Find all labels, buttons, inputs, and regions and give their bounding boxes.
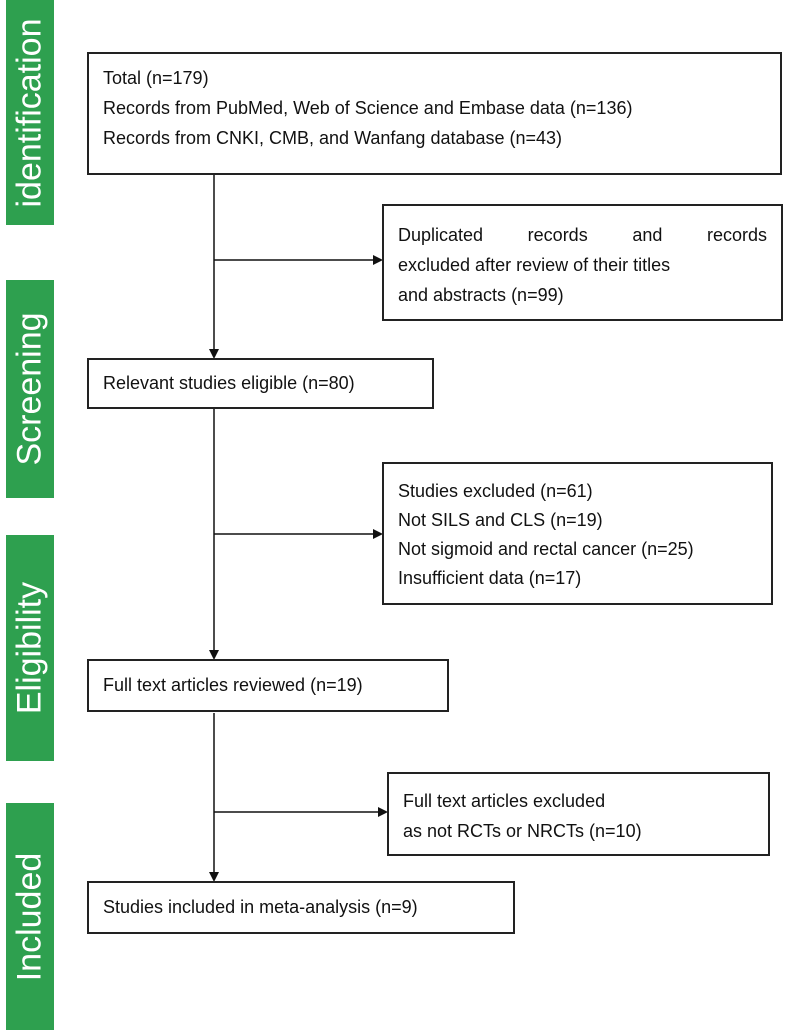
records-identified-box: Total (n=179) Records from PubMed, Web o…	[87, 52, 782, 175]
phase-bar-identification: identification	[6, 0, 54, 225]
full-text-reviewed-box: Full text articles reviewed (n=19)	[87, 659, 449, 712]
duplicates-line-2: excluded after review of their titles	[398, 255, 671, 275]
duplicates-line-3: and abstracts (n=99)	[398, 285, 564, 305]
studies-excluded-box: Studies excluded (n=61) Not SILS and CLS…	[382, 462, 773, 605]
full-text-excluded-box: Full text articles excluded as not RCTs …	[387, 772, 770, 856]
studies-included-text: Studies included in meta-analysis (n=9)	[103, 897, 418, 917]
phase-bar-eligibility: Eligibility	[6, 535, 54, 761]
records-cnki-cmb-wanfang: Records from CNKI, CMB, and Wanfang data…	[103, 128, 563, 148]
excluded-not-sigmoid-rectal: Not sigmoid and rectal cancer (n=25)	[398, 539, 694, 559]
phase-bar-included: Included	[6, 803, 54, 1030]
studies-included-box: Studies included in meta-analysis (n=9)	[87, 881, 515, 934]
duplicates-excluded-box: Duplicated records and records excluded …	[382, 204, 783, 321]
phase-bar-screening: Screening	[6, 280, 54, 498]
eligible-studies-text: Relevant studies eligible (n=80)	[103, 373, 355, 393]
full-text-excluded-line-2: as not RCTs or NRCTs (n=10)	[403, 821, 642, 841]
duplicates-line-1: Duplicated records and records	[398, 225, 767, 245]
excluded-insufficient-data: Insufficient data (n=17)	[398, 568, 582, 588]
full-text-excluded-line-1: Full text articles excluded	[403, 791, 606, 811]
records-total: Total (n=179)	[103, 68, 209, 88]
records-pubmed-wos-embase: Records from PubMed, Web of Science and …	[103, 98, 633, 118]
studies-excluded-total: Studies excluded (n=61)	[398, 481, 593, 501]
excluded-not-sils-cls: Not SILS and CLS (n=19)	[398, 510, 603, 530]
full-text-reviewed-text: Full text articles reviewed (n=19)	[103, 675, 363, 695]
eligible-studies-box: Relevant studies eligible (n=80)	[87, 358, 434, 409]
